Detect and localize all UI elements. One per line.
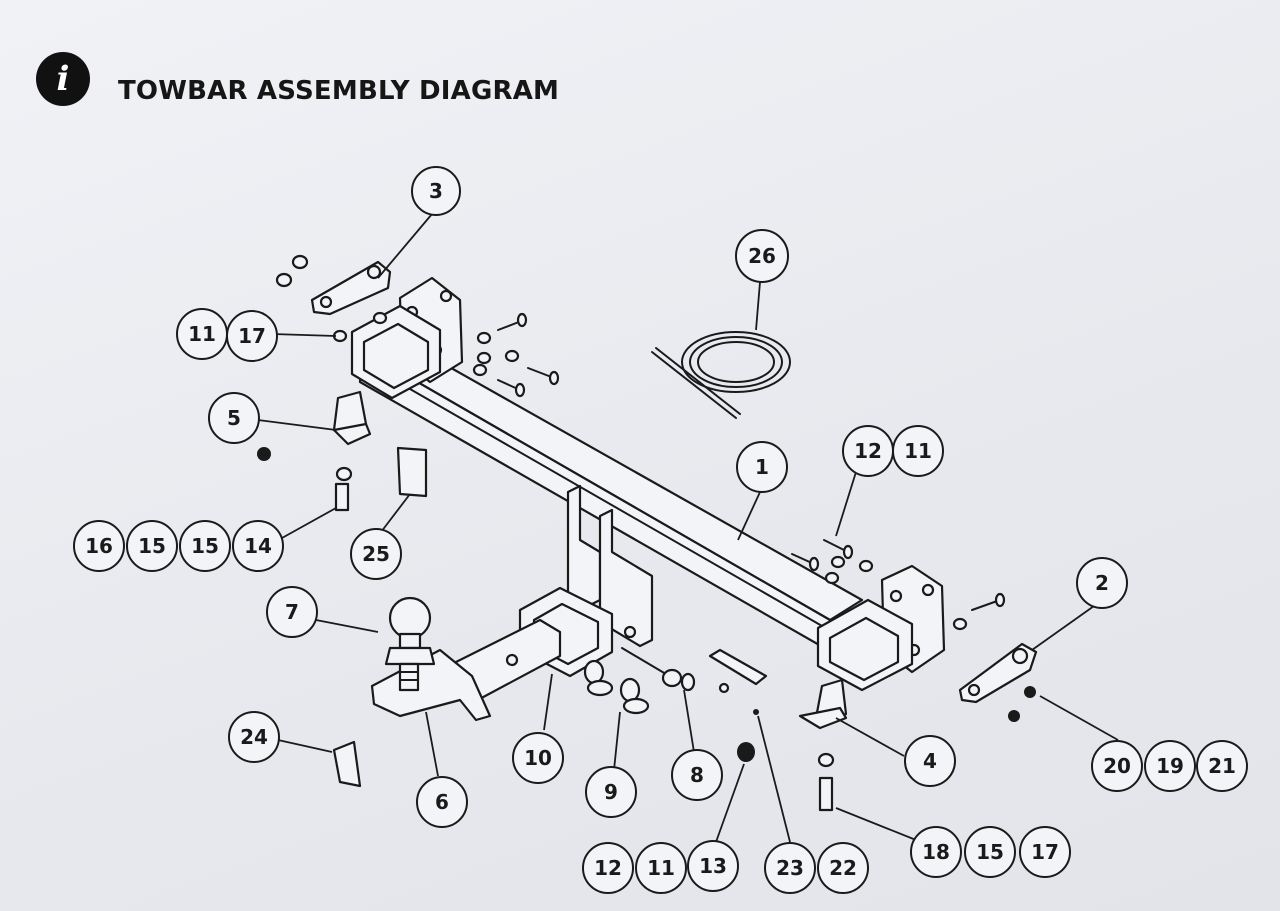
callout-label: 20: [1103, 754, 1131, 778]
callout-6: 6: [416, 776, 468, 828]
right-bottom-bolt: [818, 776, 834, 812]
callout-7: 7: [266, 586, 318, 638]
callout-15-c: 15: [964, 826, 1016, 878]
callout-21: 21: [1196, 740, 1248, 792]
callout-12-right: 12: [842, 425, 894, 477]
callout-label: 13: [699, 854, 727, 878]
callout-11-top: 11: [176, 308, 228, 360]
left-bracket-bolts: [472, 312, 560, 398]
callout-label: 11: [904, 439, 932, 463]
callout-20: 20: [1091, 740, 1143, 792]
callout-label: 21: [1208, 754, 1236, 778]
washer-nut: [737, 742, 755, 762]
callout-label: 15: [191, 534, 219, 558]
callout-17-top: 17: [226, 310, 278, 362]
callout-label: 8: [690, 763, 704, 787]
callout-10: 10: [512, 732, 564, 784]
small-label-plate: [332, 740, 362, 788]
callout-label: 14: [244, 534, 272, 558]
callout-label: 22: [829, 856, 857, 880]
callout-label: 12: [594, 856, 622, 880]
callout-label: 2: [1095, 571, 1109, 595]
left-side-bracket: [275, 254, 392, 343]
callout-label: 4: [923, 749, 937, 773]
callout-label: 15: [138, 534, 166, 558]
callout-26: 26: [735, 229, 789, 283]
callout-label: 25: [362, 542, 390, 566]
callout-label: 15: [976, 840, 1004, 864]
callout-label: 10: [524, 746, 552, 770]
callout-label: 24: [240, 725, 268, 749]
callout-label: 18: [922, 840, 950, 864]
callout-label: 11: [647, 856, 675, 880]
left-bottom-bolt: [334, 466, 353, 512]
callout-label: 5: [227, 406, 241, 430]
callout-label: 1: [755, 455, 769, 479]
callout-9: 9: [585, 766, 637, 818]
callout-label: 17: [1031, 840, 1059, 864]
callout-label: 11: [188, 322, 216, 346]
callout-13: 13: [687, 840, 739, 892]
callout-12-bottom: 12: [582, 842, 634, 894]
instruction-label-card: [396, 446, 428, 498]
callout-1: 1: [736, 441, 788, 493]
callout-11-bottom: 11: [635, 842, 687, 894]
info-icon-glyph: i: [56, 59, 70, 99]
leader-lines: [257, 213, 1119, 843]
callout-label: 7: [285, 600, 299, 624]
safety-shackles: [583, 659, 650, 715]
callout-16: 16: [73, 520, 125, 572]
callout-4: 4: [904, 735, 956, 787]
callout-19: 19: [1144, 740, 1196, 792]
callout-17-bottom: 17: [1019, 826, 1071, 878]
ball-mount-tongue: [370, 618, 562, 722]
callout-label: 19: [1156, 754, 1184, 778]
callout-label: 23: [776, 856, 804, 880]
callout-8: 8: [671, 749, 723, 801]
callout-23: 23: [764, 842, 816, 894]
coiled-wiring-loom: [651, 331, 791, 419]
callout-label: 17: [238, 324, 266, 348]
electrical-socket-plate: [708, 648, 768, 715]
callout-25: 25: [350, 528, 402, 580]
callout-label: 26: [748, 244, 776, 268]
tow-ball: [384, 596, 436, 692]
callout-label: 6: [435, 790, 449, 814]
callout-22: 22: [817, 842, 869, 894]
callout-3: 3: [411, 166, 461, 216]
callout-18: 18: [910, 826, 962, 878]
callout-11-right: 11: [892, 425, 944, 477]
right-angle-bracket: [798, 678, 848, 768]
info-icon: i: [36, 52, 90, 106]
page-title: TOWBAR ASSEMBLY DIAGRAM: [118, 76, 560, 106]
callout-24: 24: [228, 711, 280, 763]
callout-5: 5: [208, 392, 260, 444]
tongue-pin: [621, 647, 696, 692]
callout-15-a: 15: [126, 520, 178, 572]
callout-14: 14: [232, 520, 284, 572]
right-bracket-bolts: [791, 539, 1006, 631]
callout-15-b: 15: [179, 520, 231, 572]
main-cross-beam: [350, 276, 946, 692]
callout-2: 2: [1076, 557, 1128, 609]
callout-label: 12: [854, 439, 882, 463]
callout-label: 9: [604, 780, 618, 804]
callout-label: 3: [429, 179, 443, 203]
left-angle-bracket: [257, 390, 372, 461]
right-side-bracket: [958, 642, 1038, 722]
callout-label: 16: [85, 534, 113, 558]
